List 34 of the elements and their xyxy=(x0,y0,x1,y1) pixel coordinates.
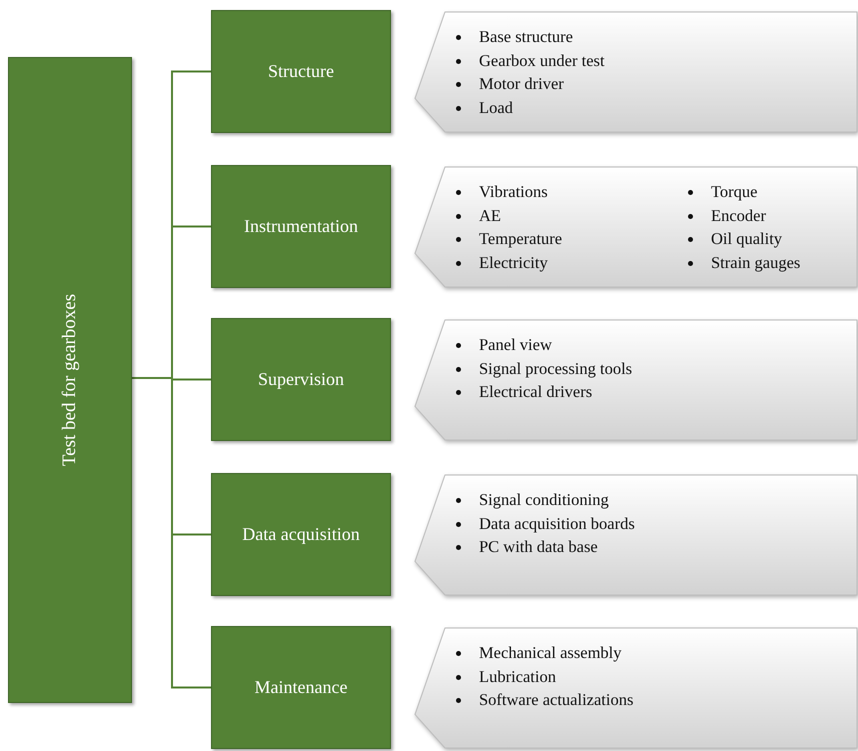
category-label: Structure xyxy=(268,61,334,82)
bullet-item: Data acquisition boards xyxy=(453,512,635,535)
bullet-item: Torque xyxy=(685,180,800,204)
bullet-item: Gearbox under test xyxy=(453,48,605,72)
category-box xyxy=(211,626,391,749)
bullet-item: Software actualizations xyxy=(453,688,634,712)
category-box xyxy=(211,318,391,441)
bullet-item: Oil quality xyxy=(685,227,800,250)
bullet-item: Electricity xyxy=(453,250,562,274)
bullet-item: Strain gauges xyxy=(685,250,800,274)
bullet-item: AE xyxy=(453,204,562,227)
category-box xyxy=(211,473,391,596)
bullet-item: Motor driver xyxy=(453,72,605,96)
bullet-item: Signal conditioning xyxy=(453,488,635,512)
category-box xyxy=(211,165,391,288)
category-label: Data acquisition xyxy=(242,524,360,545)
bullet-item: Mechanical assembly xyxy=(453,641,634,664)
category-label: Supervision xyxy=(258,369,344,390)
title-box xyxy=(8,57,132,703)
connector-line xyxy=(132,377,211,688)
bullet-item: Lubrication xyxy=(453,664,634,688)
bullet-item: Electrical drivers xyxy=(453,380,632,404)
bullet-item: Load xyxy=(453,96,605,119)
category-label: Maintenance xyxy=(254,677,348,698)
bullet-item: Panel view xyxy=(453,333,632,356)
bullet-item: Base structure xyxy=(453,25,605,48)
category-box xyxy=(211,10,391,133)
bullet-item: Signal processing tools xyxy=(453,356,632,380)
bullet-item: Encoder xyxy=(685,204,800,227)
bullet-item: Vibrations xyxy=(453,180,562,204)
bullet-item: PC with data base xyxy=(453,535,635,558)
title-text: Test bed for gearboxes xyxy=(59,294,81,466)
category-label: Instrumentation xyxy=(244,216,358,237)
bullet-item: Temperature xyxy=(453,227,562,250)
